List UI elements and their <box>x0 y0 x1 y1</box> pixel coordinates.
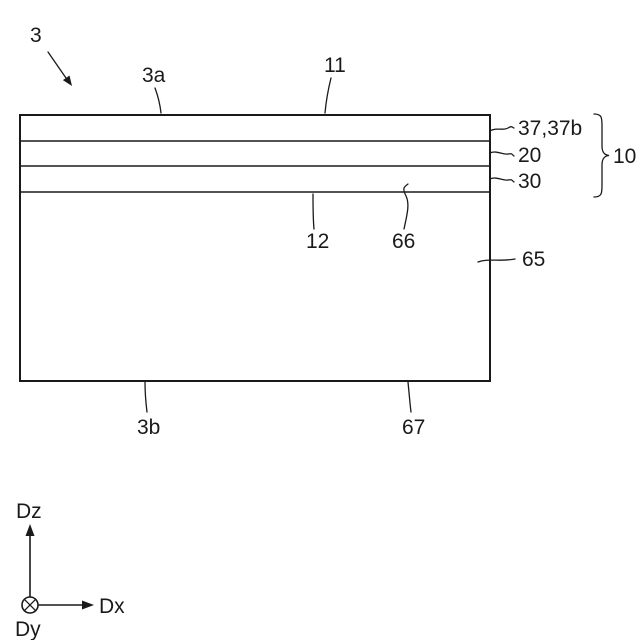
brace-10 <box>593 113 610 198</box>
label-dx: Dx <box>99 595 125 618</box>
label-67: 67 <box>402 416 425 439</box>
label-37-37b: 37,37b <box>518 117 582 140</box>
leader-12 <box>312 193 315 230</box>
leader-66 <box>403 183 409 230</box>
leader-3b <box>144 381 148 413</box>
label-10: 10 <box>613 145 636 168</box>
arrow-3-shaft <box>47 51 67 79</box>
arrow-3-head <box>62 75 72 86</box>
label-dy: Dy <box>15 618 41 640</box>
label-20: 20 <box>518 144 541 167</box>
leader-11 <box>324 77 332 114</box>
leader-3a <box>154 87 162 114</box>
leader-67 <box>407 381 412 413</box>
label-11: 11 <box>324 54 346 77</box>
axis-indicator: Dz Dx Dy <box>15 500 125 640</box>
leader-30 <box>489 177 515 183</box>
label-66: 66 <box>392 230 415 253</box>
axis-dy-into-page-icon <box>21 596 39 614</box>
axis-dz-arrowhead <box>25 524 35 536</box>
leader-65 <box>477 258 516 263</box>
leader-20 <box>489 151 515 157</box>
label-3b: 3b <box>137 416 160 439</box>
label-65: 65 <box>522 248 545 271</box>
label-30: 30 <box>518 170 541 193</box>
label-12: 12 <box>306 230 329 253</box>
leader-37 <box>489 126 515 132</box>
axis-dy-cross-2 <box>24 599 36 611</box>
label-3a: 3a <box>142 64 166 87</box>
label-3: 3 <box>30 24 42 47</box>
label-dz: Dz <box>16 500 42 523</box>
axis-dx-arrowhead <box>82 600 94 610</box>
layer-stack-outline <box>19 114 491 382</box>
